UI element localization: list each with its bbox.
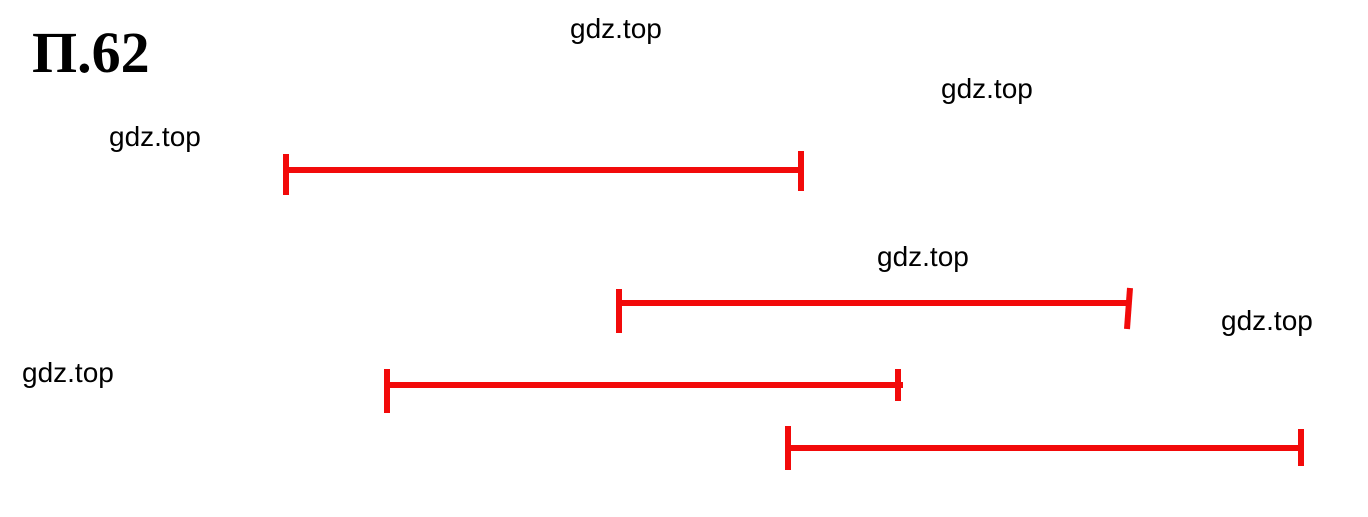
- segment-2: [616, 287, 1133, 333]
- segment-3: [384, 369, 903, 413]
- watermark-text: gdz.top: [1221, 305, 1313, 336]
- segment-2-end-tick: [1124, 287, 1133, 330]
- watermark-text: gdz.top: [109, 121, 201, 152]
- watermark-text: gdz.top: [570, 13, 662, 44]
- watermark-text: gdz.top: [22, 357, 114, 388]
- problem-number: П.62: [32, 20, 150, 85]
- watermark-text: gdz.top: [941, 73, 1033, 104]
- watermark-text: gdz.top: [877, 241, 969, 272]
- segment-4: [785, 426, 1304, 470]
- segment-1: [283, 151, 804, 195]
